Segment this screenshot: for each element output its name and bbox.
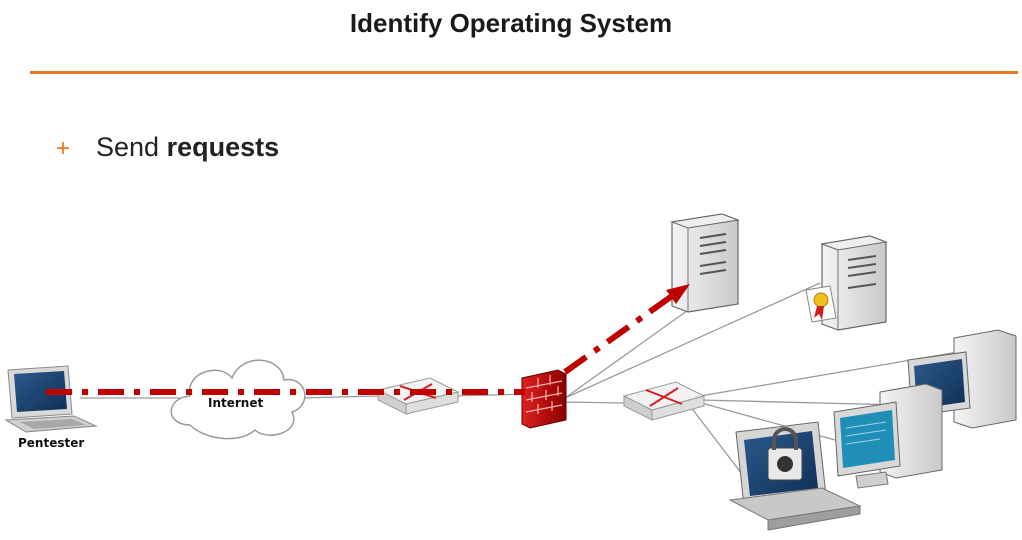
- bullet-plus-icon: +: [56, 135, 71, 162]
- desktop-computer-icon: [833, 383, 943, 489]
- network-links: [80, 282, 959, 479]
- pentester-label: Pentester: [18, 436, 84, 450]
- bullet-item: + Send requests: [56, 132, 279, 163]
- laptop-icon: [4, 365, 98, 433]
- slide-title: Identify Operating System: [349, 8, 673, 38]
- locked-computer-icon: [728, 421, 862, 531]
- server-icon: [820, 235, 888, 331]
- title-rule: [30, 71, 1018, 74]
- attack-arrowhead-icon: [666, 284, 690, 304]
- bullet-emphasis: requests: [166, 132, 280, 162]
- router-icon: [622, 381, 706, 421]
- attack-path: [46, 293, 674, 395]
- certificate-icon: [805, 285, 837, 323]
- server-icon: [670, 213, 740, 313]
- bullet-prefix: Send: [96, 132, 167, 162]
- firewall-icon: [521, 369, 567, 429]
- internet-cloud-icon: [170, 359, 306, 440]
- internet-label: Internet: [208, 396, 263, 410]
- router-icon: [376, 377, 460, 415]
